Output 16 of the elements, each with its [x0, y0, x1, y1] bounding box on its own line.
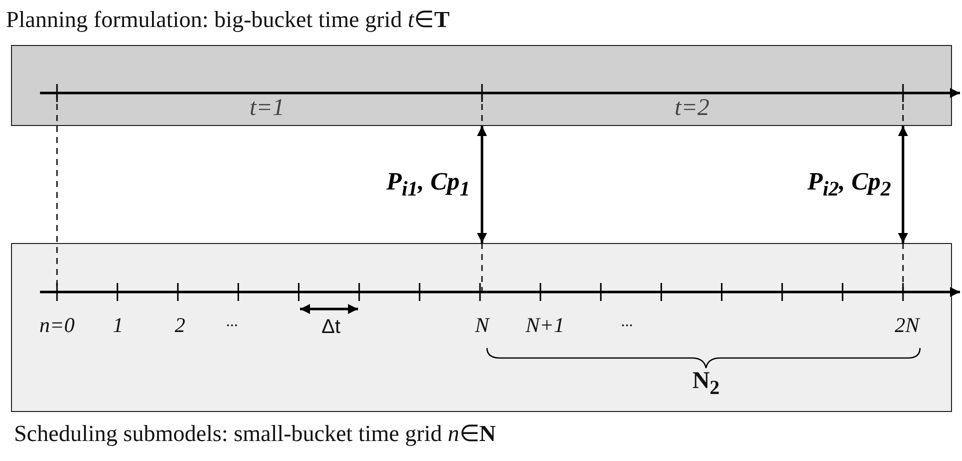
tick-label: 1 [112, 313, 124, 338]
interval-label: Δt [322, 316, 340, 339]
set-label: N$_{2}$ [692, 368, 720, 400]
double-arrow [477, 126, 487, 243]
tick-label: n=0 [39, 313, 75, 338]
tick-label: ... [621, 313, 633, 331]
tick-label: ... [226, 313, 238, 331]
double-arrow [898, 126, 908, 243]
tick-label: 2 [174, 313, 186, 338]
period-label: t=1 [250, 95, 284, 122]
tick-label: N [475, 313, 489, 338]
tick-label: 2N [894, 313, 920, 338]
band-heading: Planning formulation: big-bucket time grid t∈T [6, 6, 450, 33]
band-caption: Scheduling submodels: small-bucket time grid n∈N [14, 420, 496, 447]
period-label: t=2 [674, 95, 710, 122]
tick-label: N+1 [526, 313, 564, 338]
